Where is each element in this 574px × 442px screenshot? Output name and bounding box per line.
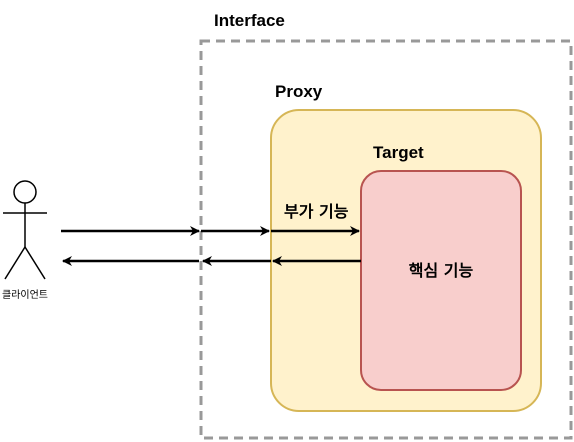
client-label: 클라이언트 (2, 289, 48, 301)
extra-feature-label: 부가 기능 (284, 202, 349, 221)
interface-title: Interface (214, 11, 285, 30)
target-box (360, 170, 522, 391)
interface-boundary (199, 39, 573, 440)
core-feature-label: 핵심 기능 (409, 261, 474, 280)
proxy-title: Proxy (275, 82, 323, 101)
actor-icon (3, 180, 47, 280)
target-title: Target (373, 143, 424, 162)
